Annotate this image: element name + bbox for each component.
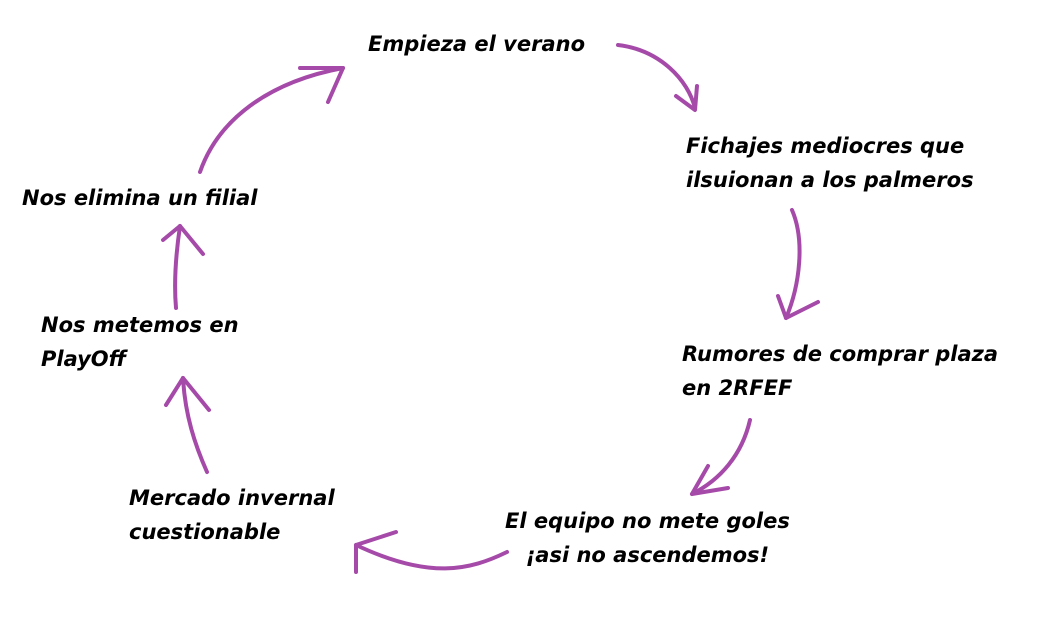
step-rumors-buy-spot-line-1: Rumores de comprar plaza xyxy=(682,342,999,366)
step-no-goals-line-2: ¡asi no ascendemos! xyxy=(525,543,770,567)
arrow-playoff-to-filial xyxy=(161,224,205,310)
step-rumors-buy-spot: Rumores de comprar plaza en 2RFEF xyxy=(682,337,998,405)
step-winter-market-line-1: Mercado invernal xyxy=(129,486,335,510)
arrow-signings-to-rumors xyxy=(776,208,820,320)
step-summer-starts: Empieza el verano xyxy=(368,27,585,61)
arrow-start-to-signings xyxy=(616,43,699,112)
step-summer-starts-line-1: Empieza el verano xyxy=(368,32,585,56)
step-mediocre-signings-line-1: Fichajes mediocres que xyxy=(686,134,965,158)
step-mediocre-signings: Fichajes mediocres que ilsuionan a los p… xyxy=(686,129,974,197)
step-playoff-line-2: PlayOff xyxy=(41,347,127,371)
arrow-filial-to-start xyxy=(198,66,345,174)
step-playoff-line-1: Nos metemos en xyxy=(41,313,239,337)
step-mediocre-signings-line-2: ilsuionan a los palmeros xyxy=(686,168,974,192)
arrow-market-to-playoff xyxy=(164,376,211,474)
step-eliminated-by-filial: Nos elimina un filial xyxy=(22,181,257,215)
step-eliminated-by-filial-line-1: Nos elimina un filial xyxy=(22,186,258,210)
step-winter-market: Mercado invernal cuestionable xyxy=(129,481,335,549)
step-no-goals: El equipo no mete goles ¡asi no ascendem… xyxy=(505,504,790,572)
step-rumors-buy-spot-line-2: en 2RFEF xyxy=(682,376,793,400)
arrow-goals-to-market xyxy=(354,530,509,574)
arrow-rumors-to-goals xyxy=(690,418,752,496)
step-winter-market-line-2: cuestionable xyxy=(129,520,281,544)
step-no-goals-line-1: El equipo no mete goles xyxy=(505,509,790,533)
step-playoff: Nos metemos en PlayOff xyxy=(41,308,239,376)
